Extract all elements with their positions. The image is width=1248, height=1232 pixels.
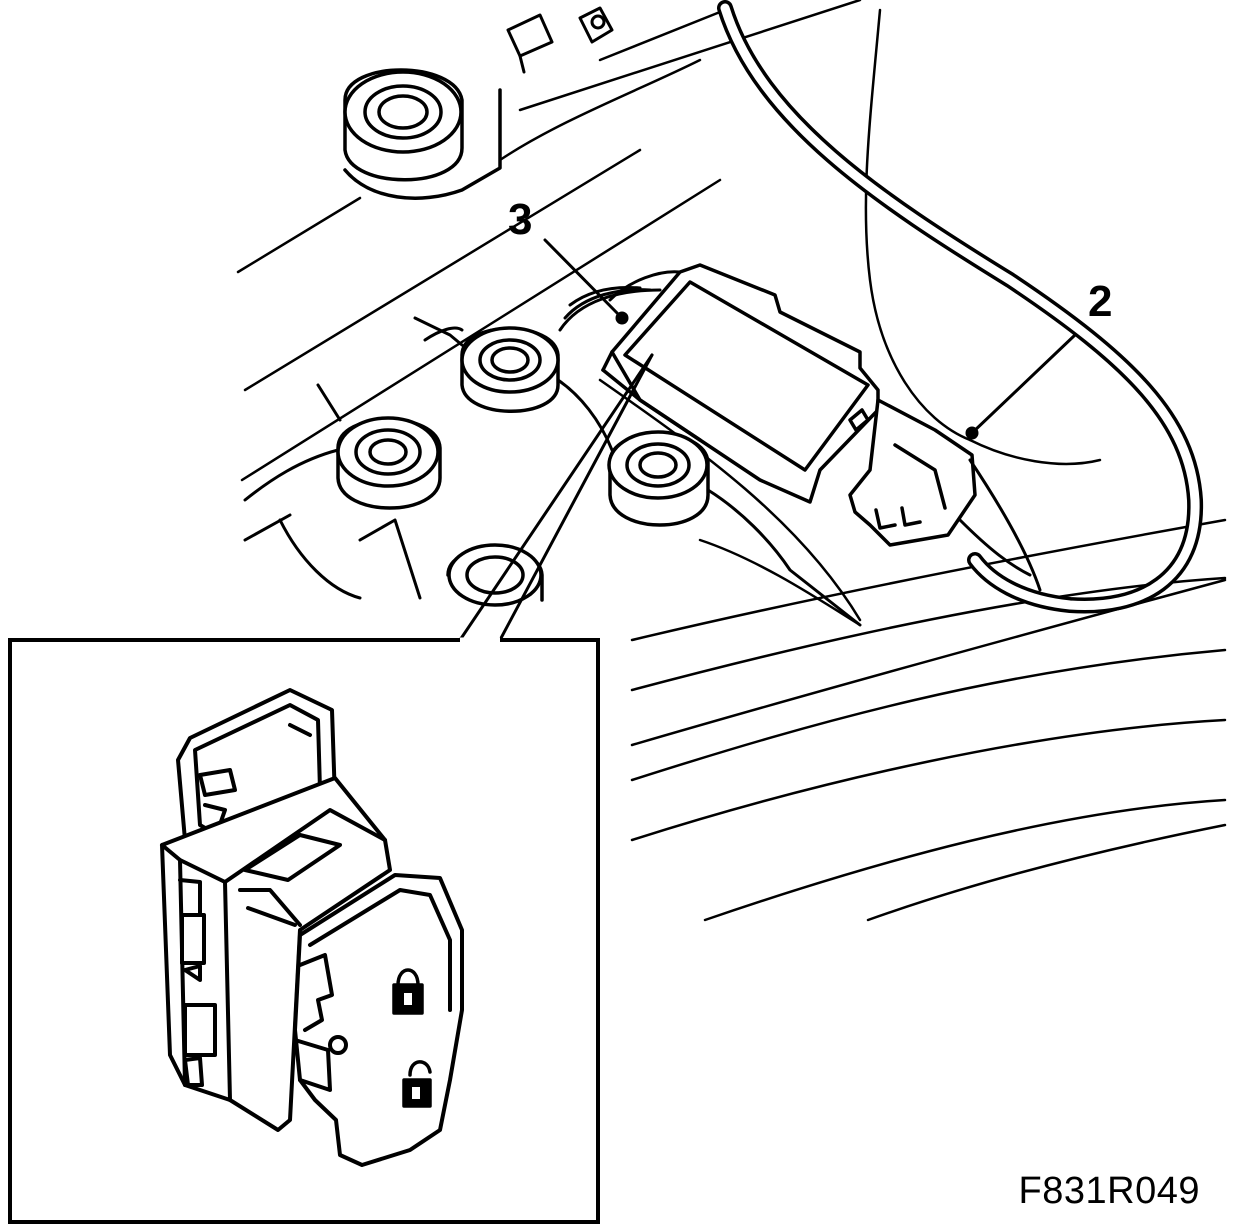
callout-3-label: 3 xyxy=(508,195,533,244)
mounting-boss-center xyxy=(460,326,560,413)
switch-mounted-body xyxy=(601,263,880,504)
detail-zoom-lines xyxy=(458,353,654,642)
mounting-boss-left xyxy=(336,416,442,510)
lock-open-icon xyxy=(402,1060,432,1108)
lock-closed-icon xyxy=(392,968,424,1015)
callout-3-leader xyxy=(543,238,629,325)
wiring-plug xyxy=(848,398,977,547)
callout-2-leader xyxy=(965,333,1077,440)
mounting-boss-lower-right xyxy=(607,430,710,527)
callout-2-label: 2 xyxy=(1088,277,1113,326)
mounting-boss-upper xyxy=(343,68,502,200)
mounting-boss-partial xyxy=(446,543,544,607)
panel-clip xyxy=(506,6,614,74)
wiring-harness xyxy=(717,0,1204,614)
detail-inset xyxy=(8,637,600,1224)
figure-code: F831R049 xyxy=(1018,1170,1200,1212)
window-switch-detail xyxy=(160,688,464,1167)
